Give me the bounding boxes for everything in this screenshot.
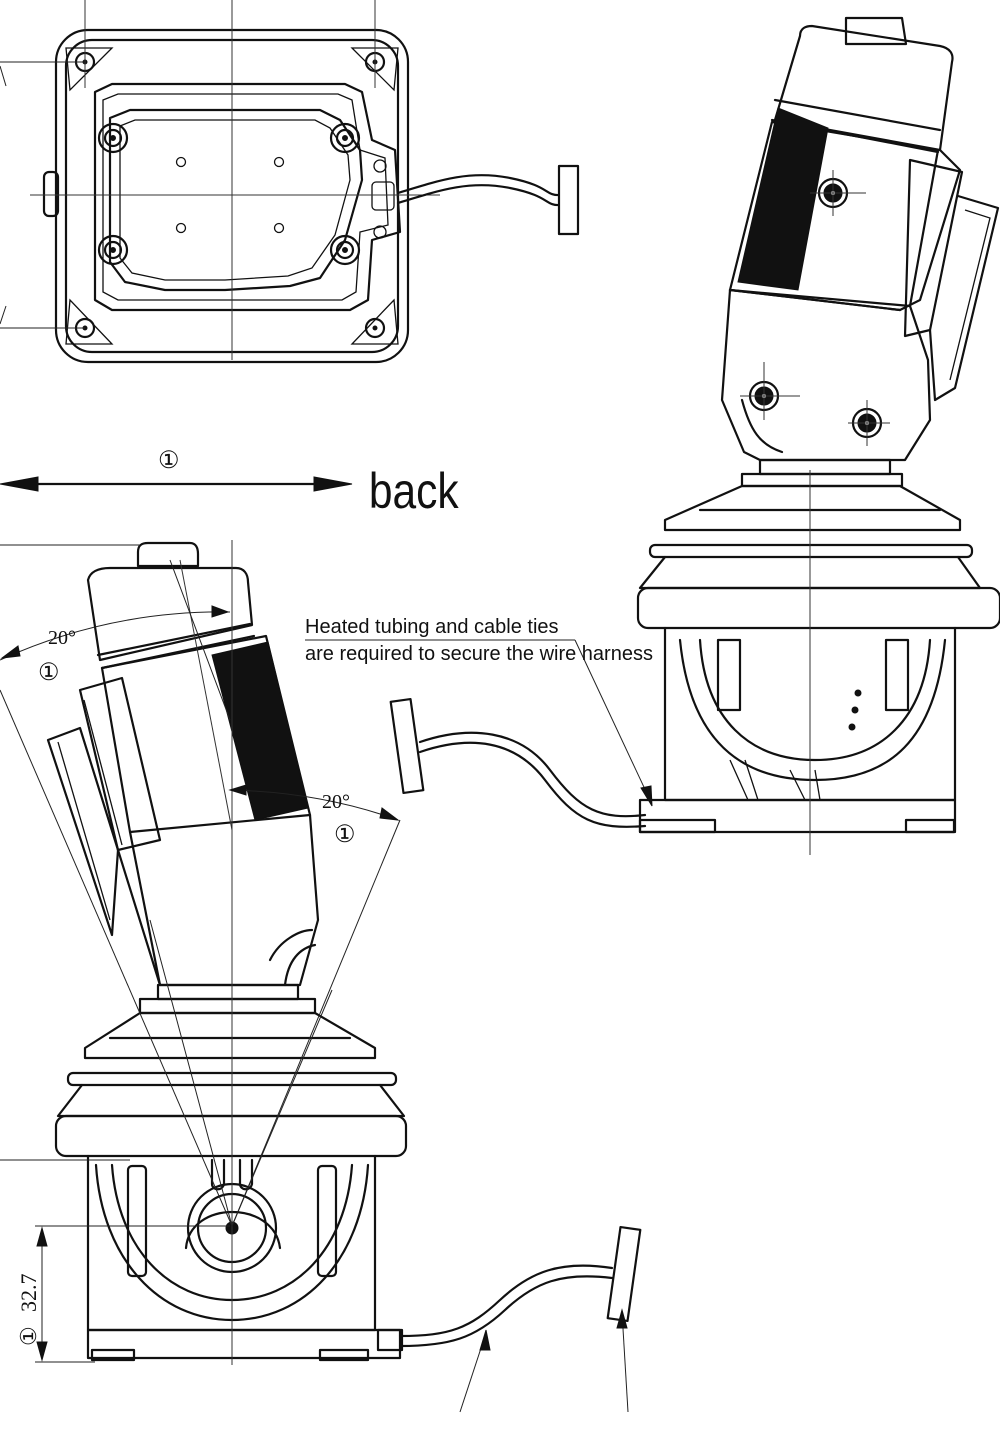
dimension-value: 32.7 <box>16 1274 41 1313</box>
ref-mark-upper: ① <box>38 660 60 686</box>
tilt-angle-annotations: 20° ① 20° ① <box>0 544 401 1227</box>
ref-mark-lower: ① <box>334 822 356 848</box>
side-view-right <box>636 16 1000 855</box>
mounting-screw-icon <box>97 122 361 266</box>
back-direction-arrow: ① back <box>0 448 459 519</box>
angle-label-upper: 20° <box>48 627 76 649</box>
back-label: back <box>369 463 459 519</box>
ref-mark-arrow: ① <box>158 448 180 474</box>
top-view-base <box>0 0 580 364</box>
note-line-1: Heated tubing and cable ties <box>305 616 559 638</box>
right-view-cable <box>389 697 647 828</box>
ref-mark-dimension: ① <box>16 1326 41 1346</box>
angle-label-lower: 20° <box>322 791 350 813</box>
note-line-2: are required to secure the wire harness <box>305 643 653 665</box>
height-dimension: 32.7 ① <box>0 1159 230 1363</box>
bottom-view-cable <box>398 1225 642 1413</box>
note-callout: Heated tubing and cable ties are require… <box>305 616 653 807</box>
front-view-tilted <box>46 540 408 1365</box>
